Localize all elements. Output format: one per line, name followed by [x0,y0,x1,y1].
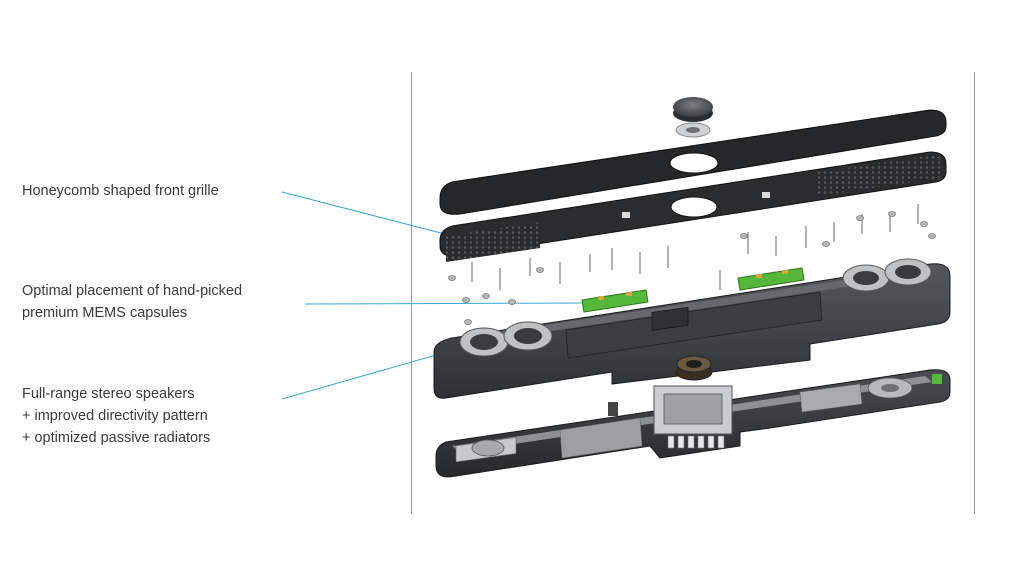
electronics-base [435,355,951,478]
screw-heads [448,211,936,325]
callout-line-mems [304,302,601,305]
divider-left [411,72,412,514]
left-speaker-drivers [459,321,553,357]
front-grille [439,151,947,262]
callout-grille-label: Honeycomb shaped front grille [22,180,219,202]
callout-speakers-line-3: + optimized passive radiators [22,430,211,446]
callout-line-grille [281,191,469,241]
callout-speakers-line-2: + improved directivity pattern [22,408,208,424]
callout-speakers-line-1: Full-range stereo speakers [22,386,195,402]
callout-speakers-label: Full-range stereo speakers + improved di… [22,383,210,449]
speaker-body [433,258,951,399]
callout-mems-label: Optimal placement of hand-picked premium… [22,280,242,324]
screws [471,204,919,376]
callout-mems-line-2: premium MEMS capsules [22,305,188,321]
callout-grille-text: Honeycomb shaped front grille [22,183,219,199]
camera-cap [673,97,713,138]
divider-right [974,72,975,514]
top-cover-panel [439,109,947,215]
right-speaker-drivers [842,258,932,292]
callout-mems-line-1: Optimal placement of hand-picked [22,283,243,299]
mems-microphone-boards [581,267,805,313]
